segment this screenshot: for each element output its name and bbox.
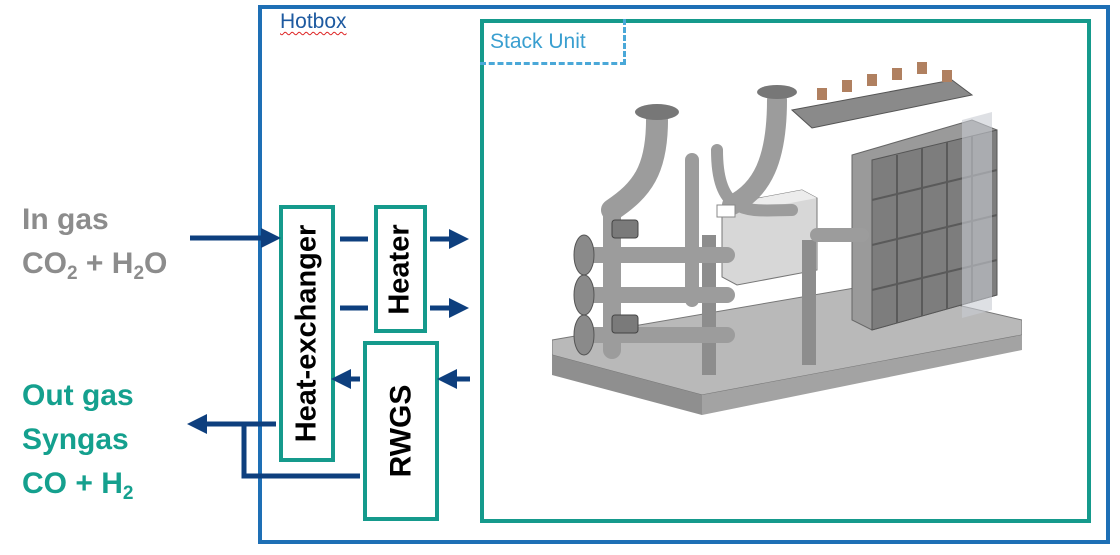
rwgs-bypass-line — [241, 424, 360, 479]
heater-box: Heater — [374, 205, 427, 333]
in-gas-formula: CO2 + H2O — [22, 247, 168, 284]
out-gas-title: Out gas — [22, 379, 134, 412]
stack-unit-image — [552, 62, 1022, 415]
out-gas-text: Out gas Syngas CO + H2 — [22, 374, 134, 506]
stack-unit-label: Stack Unit — [490, 30, 586, 53]
hotbox-frame — [258, 5, 1110, 544]
stack-unit-tab — [480, 19, 626, 65]
out-gas-formula: CO + H2 — [22, 467, 134, 504]
stack-unit-frame — [480, 19, 1091, 523]
hotbox-label: Hotbox — [280, 10, 347, 33]
in-gas-title: In gas — [22, 203, 109, 236]
rwgs-box: RWGS — [363, 341, 439, 521]
out-gas-syngas: Syngas — [22, 423, 129, 456]
in-gas-text: In gas CO2 + H2O — [22, 198, 167, 286]
heat-exchanger-box: Heat-exchanger — [279, 205, 335, 462]
